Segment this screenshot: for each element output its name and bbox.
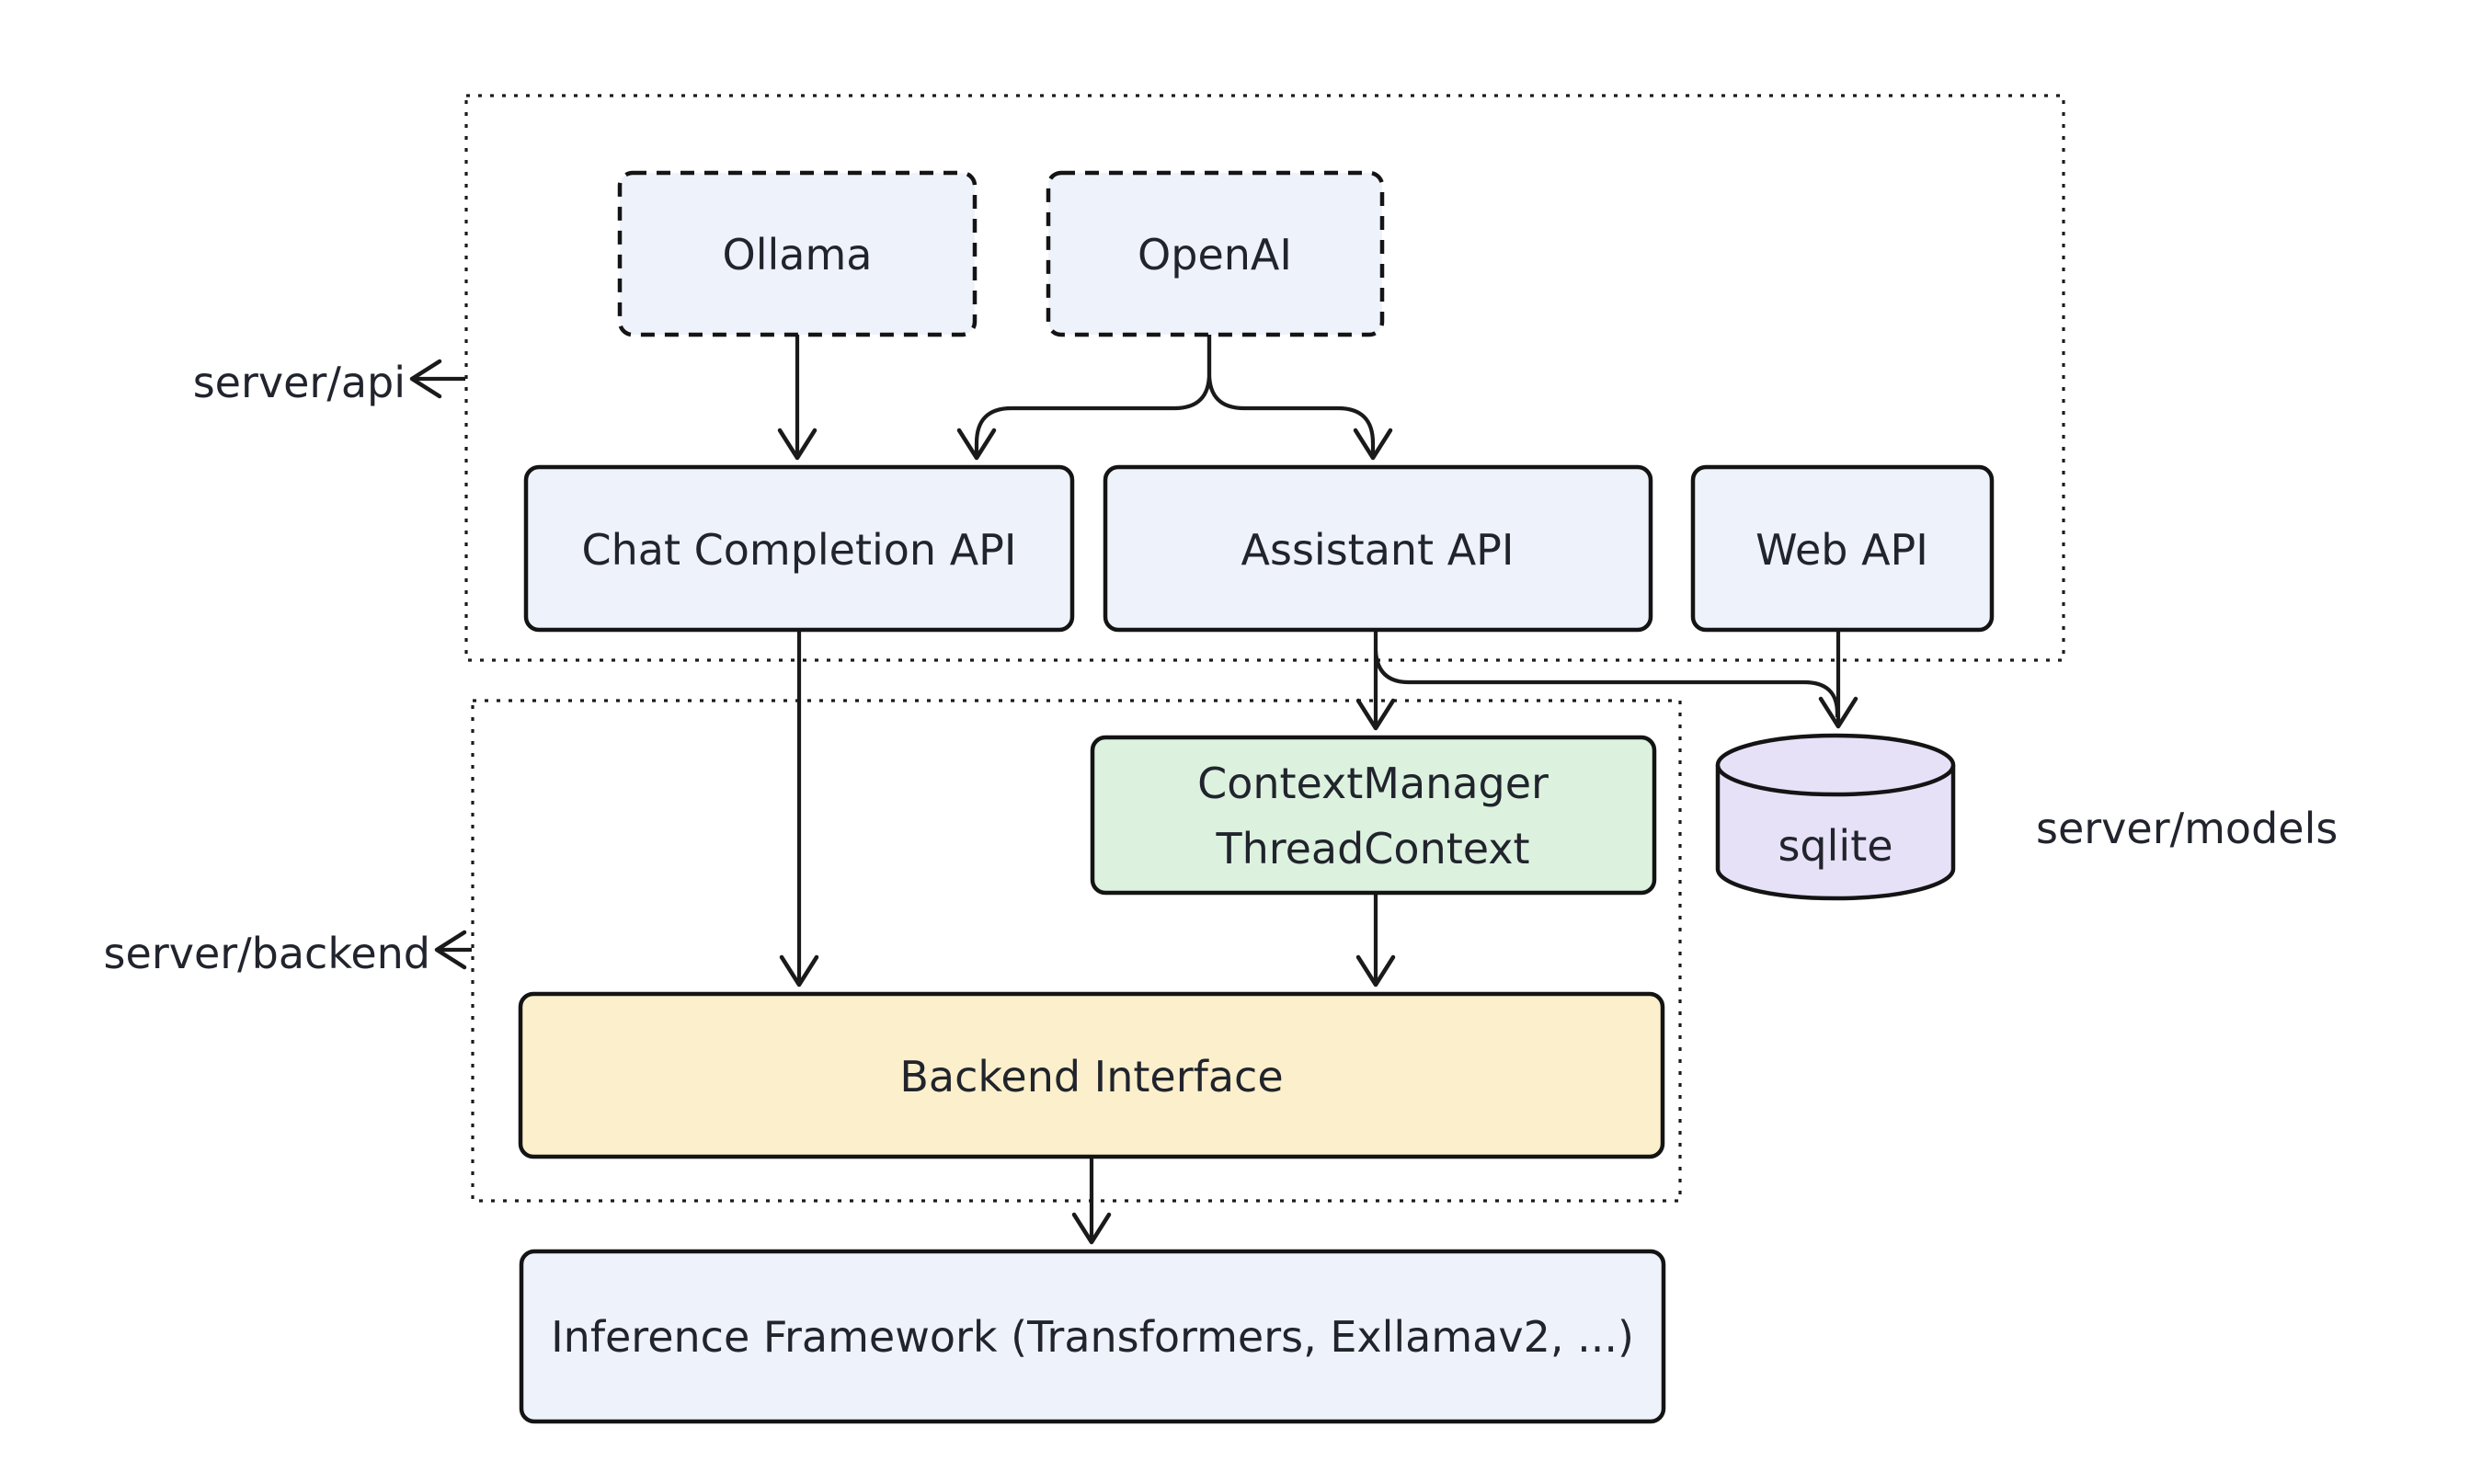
context-manager-label-line2: ThreadContext <box>1215 824 1529 873</box>
node-assistant-api: Assistant API <box>1103 464 1653 633</box>
node-web-api: Web API <box>1690 464 1995 633</box>
ollama-box <box>617 170 978 337</box>
openai-box <box>1046 170 1385 337</box>
assistant-api-label: Assistant API <box>1241 525 1515 575</box>
chat-completion-api-box <box>523 464 1075 633</box>
assistant-api-box <box>1103 464 1653 633</box>
node-sqlite: sqlite <box>1715 733 1956 901</box>
server-models-label: server/models <box>2036 804 2338 853</box>
chat-completion-api-label: Chat Completion API <box>582 525 1017 575</box>
context-manager-label-line1: ContextManager <box>1197 759 1549 808</box>
node-ollama: Ollama <box>617 170 978 337</box>
node-context-manager: ContextManager ThreadContext <box>1090 735 1657 896</box>
container-server-api <box>464 94 2065 662</box>
server-api-label: server/api <box>193 358 406 407</box>
node-chat-completion-api: Chat Completion API <box>523 464 1075 633</box>
node-backend-interface: Backend Interface <box>518 991 1665 1159</box>
context-manager-box <box>1090 735 1657 896</box>
web-api-box <box>1690 464 1995 633</box>
server-backend-label: server/backend <box>104 929 430 978</box>
server-api-container-border <box>464 94 2065 662</box>
edge-openai-to-assistant <box>1206 335 1393 461</box>
inference-framework-box <box>519 1249 1666 1424</box>
backend-interface-box <box>518 991 1665 1159</box>
web-api-label: Web API <box>1755 525 1928 575</box>
edge-openai-to-chat-completion <box>956 335 1212 461</box>
sqlite-label: sqlite <box>1778 821 1893 871</box>
backend-interface-label: Backend Interface <box>899 1052 1283 1102</box>
ollama-label: Ollama <box>723 230 873 280</box>
inference-framework-label: Inference Framework (Transformers, Exlla… <box>551 1312 1634 1362</box>
openai-label: OpenAI <box>1138 230 1292 280</box>
sqlite-cylinder-body <box>1715 765 1956 901</box>
sqlite-cylinder-top <box>1715 733 1956 797</box>
node-inference-framework: Inference Framework (Transformers, Exlla… <box>519 1249 1666 1424</box>
node-openai: OpenAI <box>1046 170 1385 337</box>
